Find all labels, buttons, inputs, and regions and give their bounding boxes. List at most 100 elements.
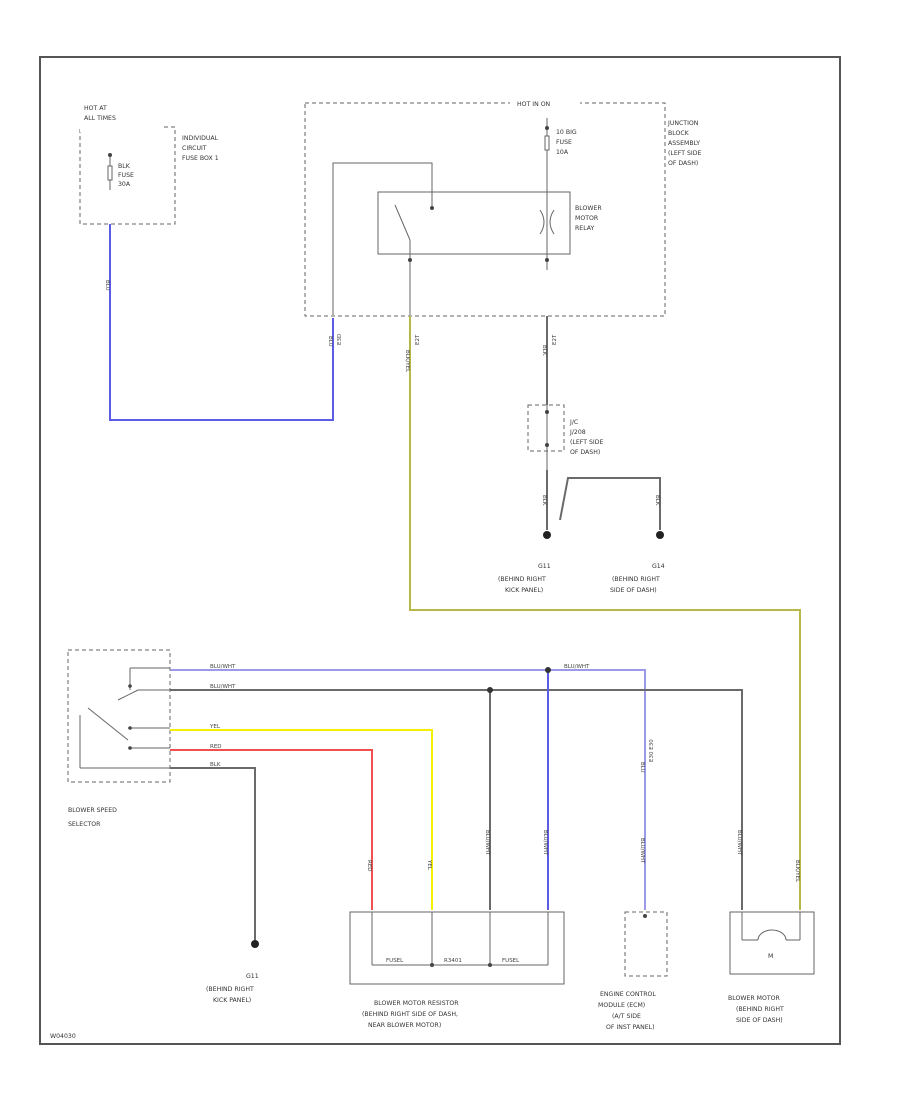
ecm-label-line4: OF INST PANEL) xyxy=(606,1024,655,1031)
blower-motor-box xyxy=(729,911,815,975)
ground-g11-id: G11 xyxy=(538,563,551,570)
wire-label-sel-3: YEL xyxy=(209,724,221,730)
ground-g11b-id: G11 xyxy=(246,973,259,980)
wire-label-res-2: YEL xyxy=(426,859,432,871)
motor-label-line1: BLOWER MOTOR xyxy=(728,995,780,1002)
blower-motor-relay-box xyxy=(377,191,571,255)
selector-contact-2 xyxy=(117,689,139,701)
wire-blue-fuse-to-junction xyxy=(109,224,334,421)
engine-control-module: ENGINE CONTROL MODULE (ECM) (A/T SIDE OF… xyxy=(598,911,668,1031)
selector-label-line2: SELECTOR xyxy=(68,821,101,828)
fuse-box-1-header-line2: ALL TIMES xyxy=(84,115,116,122)
terminal-dot-icon xyxy=(108,153,112,157)
terminal-dot-icon xyxy=(128,746,132,750)
ground-g11-line2: KICK PANEL) xyxy=(505,587,543,594)
ground-icon xyxy=(656,531,664,539)
wire-sel-2-to-motor xyxy=(170,689,743,910)
wire-label-jc-ground-2: BLK xyxy=(654,495,660,506)
ground-g11b-line2: KICK PANEL) xyxy=(213,997,251,1004)
relay-switch-arm-icon xyxy=(394,204,411,241)
wire-label-relay-out: BLK/YEL xyxy=(404,350,410,373)
relay-coil-icon xyxy=(539,209,555,235)
resistor-box xyxy=(349,911,565,985)
junction-label-line1: JUNCTION xyxy=(667,120,699,127)
splice-dot-icon xyxy=(545,667,551,673)
fuse-box-1-label-line2: CIRCUIT xyxy=(182,145,207,152)
ground-g14-line1: (BEHIND RIGHT xyxy=(612,576,660,583)
junction-fuse-line1: 10 BIG xyxy=(556,129,577,136)
wire-label-relay-ground: BLK xyxy=(541,345,547,356)
wire-sel-1-to-ecm xyxy=(170,669,646,910)
fuse-box-1-outline xyxy=(79,126,176,225)
wire-label-jc-ground-1: BLK xyxy=(541,495,547,506)
fuse-box-1-fuse-line1: BLK xyxy=(118,163,131,170)
wire-label-fuse-box-out: BLU xyxy=(104,280,110,291)
ground-g11-line1: (BEHIND RIGHT xyxy=(498,576,546,583)
ground-icon xyxy=(543,531,551,539)
ground-g14-id: G14 xyxy=(652,563,665,570)
terminal-dot-icon xyxy=(408,258,412,262)
wire-label-res-1: RED xyxy=(366,860,372,872)
splice-dot-icon xyxy=(487,687,493,693)
wire-label-e3d: BLU xyxy=(327,336,333,347)
ecm-label-line3: (A/T SIDE xyxy=(612,1013,641,1020)
fuse-icon xyxy=(544,135,550,151)
junction-label-line2: BLOCK xyxy=(668,130,690,137)
jc-label-line3: (LEFT SIDE xyxy=(570,439,603,446)
junction-fuse-line3: 10A xyxy=(556,149,569,156)
selector-switch-arm-icon xyxy=(87,707,129,741)
wire-label-res-4: BLU/WHT xyxy=(542,830,548,856)
wire-sel-3-yel xyxy=(170,729,433,910)
motor-label-line2: (BEHIND RIGHT xyxy=(736,1006,784,1013)
fuse-box-1-fuse-line3: 30A xyxy=(118,181,131,188)
wire-label-sel-2: BLU/WHT xyxy=(210,684,236,690)
ground-g14-line2: SIDE OF DASH) xyxy=(610,587,657,594)
fuse-box-1-fuse-line2: FUSE xyxy=(118,172,134,179)
blower-speed-selector: BLOWER SPEED SELECTOR xyxy=(67,649,171,828)
ecm-label-line2: MODULE (ECM) xyxy=(598,1002,645,1009)
junction-block-header: HOT IN ON xyxy=(517,101,551,108)
wire-sel-5-ground xyxy=(170,767,256,940)
wire-jc-ground-2 xyxy=(559,477,661,530)
blower-motor: M BLOWER MOTOR (BEHIND RIGHT SIDE OF DAS… xyxy=(728,911,815,1024)
fuse-box-1-label-line1: INDIVIDUAL xyxy=(182,135,219,142)
resistor-value-3: FUSEL xyxy=(502,958,520,964)
relay-label-line1: BLOWER xyxy=(575,205,602,212)
relay-label-line2: MOTOR xyxy=(575,215,599,222)
resistor-label-line3: NEAR BLOWER MOTOR) xyxy=(368,1022,441,1029)
ground-icon xyxy=(251,940,259,948)
fuse-box-1-label-line3: FUSE BOX 1 xyxy=(182,155,219,162)
terminal-dot-icon xyxy=(643,914,647,918)
motor-symbol: M xyxy=(768,953,773,960)
terminal-dot-icon xyxy=(430,963,434,967)
terminal-dot-icon xyxy=(545,443,549,447)
motor-icon xyxy=(742,929,800,941)
motor-label-line3: SIDE OF DASH) xyxy=(736,1017,783,1024)
junction-block-outline xyxy=(304,102,666,317)
wire-label-motor-2: BLK/YEL xyxy=(794,860,800,883)
terminal-dot-icon xyxy=(545,410,549,414)
footer-code: W04030 xyxy=(50,1033,76,1040)
jc-label-line1: J/C xyxy=(569,419,578,426)
wire-label-motor-1: BLU/WHT xyxy=(736,830,742,856)
junction-block-header-bg xyxy=(510,97,580,109)
connector-label-e3d: E3D xyxy=(337,334,343,345)
jc-label-line4: OF DASH) xyxy=(570,449,600,456)
wire-label-ecm-conn: E30 E30 xyxy=(649,739,655,762)
ground-g11b-line1: (BEHIND RIGHT xyxy=(206,986,254,993)
wire-label-sel-5: BLK xyxy=(210,762,221,768)
junction-fuse-line2: FUSE xyxy=(556,139,572,146)
selector-label-line1: BLOWER SPEED xyxy=(68,807,117,814)
terminal-dot-icon xyxy=(545,126,549,130)
terminal-dot-icon xyxy=(128,684,132,688)
jc-label-line2: J/208 xyxy=(569,429,586,436)
diagram-frame xyxy=(39,56,841,1045)
terminal-dot-icon xyxy=(128,726,132,730)
wire-sel-4-red xyxy=(170,749,373,910)
fuse-icon xyxy=(107,165,113,181)
junction-block: HOT IN ON 10 BIG FUSE 10A JUNCTION BLOCK… xyxy=(304,97,701,345)
jc-block: J/C J/208 (LEFT SIDE OF DASH) xyxy=(527,404,603,470)
blower-motor-resistor: FUSEL R3401 FUSEL BLOWER MOTOR RESISTOR … xyxy=(349,911,565,1029)
wire-yellow-green-relay-to-motor xyxy=(409,316,801,910)
